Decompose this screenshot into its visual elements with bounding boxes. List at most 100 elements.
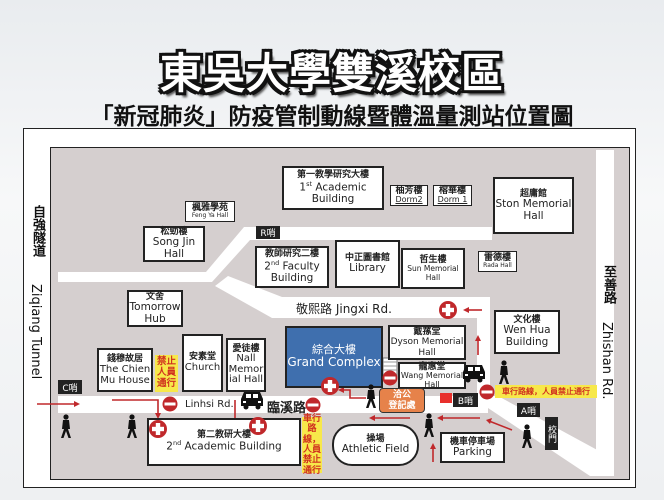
- post-r: R哨: [256, 226, 280, 239]
- building-name-en: Wen Hua Building: [503, 324, 551, 349]
- linhsi-road-label-zh: 臨溪路: [267, 401, 307, 416]
- no-entry-icon: [479, 384, 495, 400]
- registration-marker: [440, 393, 452, 403]
- ordinal: 2: [264, 260, 271, 273]
- building-name-zh: 楓雅學苑: [191, 203, 228, 214]
- building-name-en: Ston Memorial Hall: [495, 197, 572, 222]
- no-entry-icon: [305, 397, 321, 413]
- arrow-to-grand: [340, 389, 366, 399]
- no-pedestrian-notice: 禁止 人員 通行: [155, 355, 178, 392]
- building-name-zh: 中正圖書館: [344, 253, 390, 264]
- post-b: B哨: [453, 393, 478, 407]
- building-name-en: Athletic Field: [341, 443, 410, 456]
- building-name-en: Parking: [453, 445, 492, 458]
- ordinal: 1: [299, 181, 307, 194]
- page-subtitle: 「新冠肺炎」防疫管制動線暨體溫量測站位置圖: [90, 103, 574, 130]
- linhsi-road-label-en: Linhsi Rd.: [185, 399, 234, 410]
- arrow-gate-diag: [488, 420, 513, 431]
- pedestrian-icon: [522, 424, 532, 448]
- building-name-zh: 超庸館: [519, 188, 547, 199]
- building-name-en: Wang Memorial Hall: [400, 370, 464, 389]
- building-name-zh: 文化樓: [513, 315, 541, 326]
- building-name-zh: 操場: [366, 434, 385, 445]
- building-name-zh: 寵惠堂: [418, 361, 446, 372]
- zhishan-road-label-zh: 至善路: [601, 265, 616, 304]
- temperature-station-icon[interactable]: [149, 420, 167, 438]
- car-icon: [463, 365, 485, 383]
- building-name-en: Tomorrow Hub: [129, 300, 181, 325]
- pedestrian-icon: [366, 384, 376, 408]
- building-name-zh: 愛徒樓: [232, 344, 260, 355]
- jingxi-road-label: 敬熙路 Jingxi Rd.: [296, 302, 392, 316]
- building-name-en: Feng Ya Hall: [191, 212, 229, 220]
- temperature-station-icon[interactable]: [439, 301, 457, 319]
- name-rest: Academic Building: [181, 440, 282, 453]
- pedestrian-icon: [61, 414, 71, 438]
- main-gate: 校門: [545, 417, 558, 450]
- building-name-en: Dyson Memorial Hall: [390, 337, 464, 358]
- building-name-en: 2nd Faculty Building: [264, 258, 320, 285]
- vehicle-route-notice-horizontal: 車行路線，人員禁止通行: [495, 385, 597, 398]
- ordinal-suffix: st: [306, 179, 313, 188]
- arrow-to-academic2: [112, 399, 159, 416]
- no-entry-icon: [162, 396, 178, 412]
- building-name-en: Rada Hall: [483, 262, 512, 270]
- name-rest: Faculty Building: [270, 260, 320, 284]
- zhishan-road: [596, 150, 614, 476]
- temperature-station-icon[interactable]: [249, 417, 267, 435]
- registration-desk[interactable]: 洽公 登記處: [379, 388, 425, 413]
- ordinal-suffix: nd: [270, 258, 280, 267]
- building-name-zh: 雷德樓: [483, 253, 511, 264]
- ziqiang-tunnel-label-en: Ziqiang Tunnel: [28, 284, 43, 380]
- building-name-en: Library: [349, 262, 386, 275]
- building-name-zh: 柚芳樓: [395, 185, 423, 196]
- building-1st-academic[interactable]: 第一教學研究大樓 1st Academic Building: [282, 166, 384, 210]
- vehicle-route-notice-vertical: 車行 路線， 人員 禁止 通行: [302, 413, 322, 476]
- building-name-zh: 第二教研大樓: [196, 430, 251, 441]
- building-name-en: Sun Memorial Hall: [407, 264, 459, 282]
- building-name-en: Nall Memor ial Hall: [228, 353, 264, 386]
- building-name-zh: 錢穆故居: [106, 353, 143, 364]
- ordinal-suffix: nd: [172, 439, 182, 448]
- pedestrian-icon: [127, 414, 137, 438]
- post-c: C哨: [58, 380, 82, 394]
- building-name-zh: 哲生樓: [419, 255, 447, 266]
- diagonal-road: [470, 396, 612, 476]
- building-name-zh: 教師研究二樓: [264, 249, 319, 260]
- car-icon: [241, 392, 263, 410]
- ordinal: 2: [166, 440, 173, 453]
- building-name-en: Grand Complex: [287, 355, 381, 370]
- building-name-en: Church: [184, 362, 221, 374]
- building-name-en: Song Jin Hall: [152, 236, 196, 261]
- building-name-en: Dorm2: [395, 195, 423, 205]
- no-entry-icon: [382, 370, 398, 386]
- building-name-zh: 安素堂: [188, 352, 216, 363]
- post-a: A哨: [517, 403, 540, 417]
- building-2nd-faculty[interactable]: 教師研究二樓 2nd Faculty Building: [255, 246, 329, 288]
- name-rest: Academic Building: [311, 181, 367, 205]
- pedestrian-icon: [424, 413, 434, 437]
- ziqiang-tunnel-label-zh: 自強隧道: [30, 205, 45, 257]
- building-name-zh: 第一教學研究大樓: [296, 170, 369, 181]
- building-name-en: 1st Academic Building: [299, 179, 367, 206]
- building-2nd-academic[interactable]: 第二教研大樓 2nd Academic Building: [147, 418, 301, 466]
- temperature-station-icon[interactable]: [321, 377, 339, 395]
